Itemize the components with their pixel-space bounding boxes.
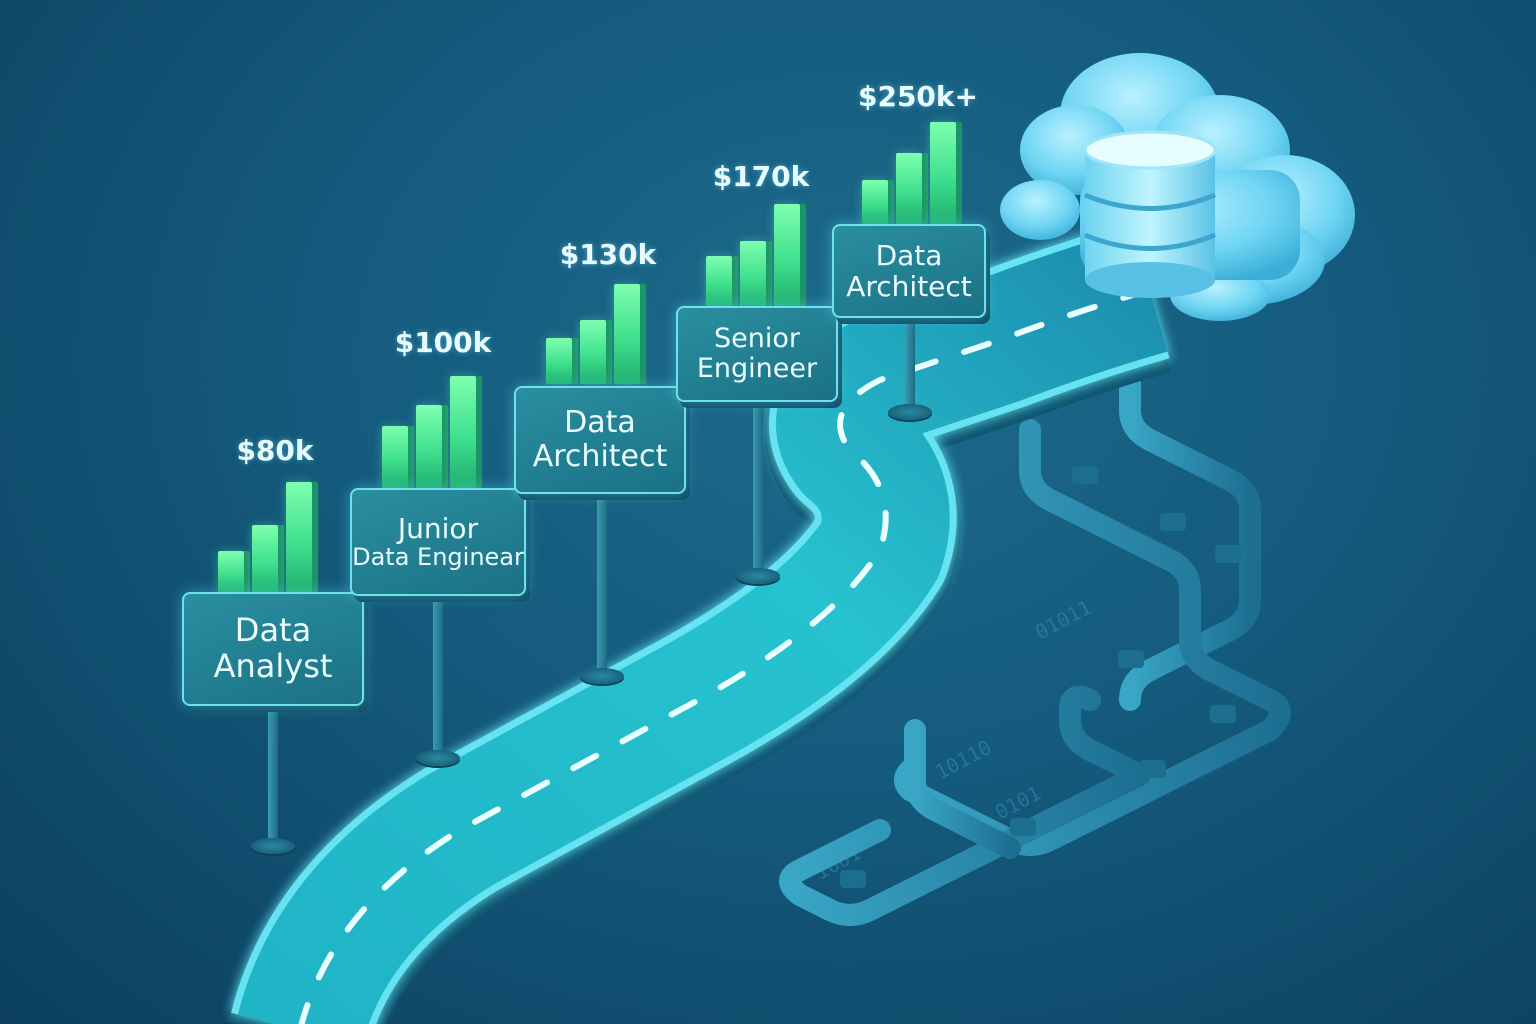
salary-bar xyxy=(546,338,572,384)
sign-base xyxy=(416,750,460,766)
role-title-line-1: Data xyxy=(564,405,636,441)
salary-bar xyxy=(382,426,408,488)
role-sign: Data Analyst xyxy=(182,592,364,706)
salary-bar xyxy=(896,152,922,224)
salary-bar xyxy=(930,122,956,224)
salary-bar xyxy=(614,284,640,384)
salary-bar xyxy=(580,320,606,384)
role-title-line-2: Engineer xyxy=(696,353,818,384)
sign-base xyxy=(888,404,932,420)
salary-bar-chart xyxy=(706,204,800,308)
role-sign: Data Architect xyxy=(514,386,686,494)
salary-bar xyxy=(218,551,244,594)
salary-bar xyxy=(706,256,732,308)
role-sign: Junior Data Enginear xyxy=(350,488,526,596)
salary-label: $100k xyxy=(394,326,492,359)
role-title-line-2: Architect xyxy=(532,439,668,474)
salary-bar xyxy=(450,376,476,488)
salary-bar-chart xyxy=(546,284,640,384)
binary-text: 10110 xyxy=(931,735,995,784)
salary-label: $130k xyxy=(559,238,657,271)
binary-text: 01011 xyxy=(1031,595,1095,644)
role-title-line-2: Data Enginear xyxy=(352,543,524,572)
salary-label: $250k+ xyxy=(857,80,978,113)
sign-pole xyxy=(433,592,443,752)
salary-bar-chart xyxy=(862,122,956,224)
sign-pole xyxy=(268,700,278,840)
role-sign: Data Architect xyxy=(832,224,986,318)
salary-bar xyxy=(740,241,766,308)
data-pipeline xyxy=(779,369,1291,926)
salary-label: $80k xyxy=(236,434,314,467)
salary-bar xyxy=(862,180,888,224)
salary-bar xyxy=(286,482,312,594)
role-title-line-1: Junior xyxy=(397,511,479,545)
salary-bar xyxy=(252,524,278,594)
role-title-line-2: Architect xyxy=(846,270,972,303)
road-lane-markings xyxy=(298,287,1153,1024)
pipe-joints xyxy=(840,466,1241,888)
salary-label: $170k xyxy=(712,160,810,193)
sign-pole xyxy=(905,318,915,408)
sign-base xyxy=(580,668,624,684)
sign-base xyxy=(251,838,295,854)
role-sign: Senior Engineer xyxy=(676,306,838,402)
role-title-line-1: Data xyxy=(234,611,312,650)
database-cylinder-icon xyxy=(1083,130,1217,298)
role-title-line-1: Data xyxy=(875,238,943,272)
sign-pole xyxy=(753,402,763,572)
career-road xyxy=(227,221,1171,1024)
salary-bar xyxy=(416,405,442,488)
sign-pole xyxy=(597,494,607,670)
role-title-line-1: Senior xyxy=(714,322,800,354)
salary-bar xyxy=(774,204,800,308)
sign-base xyxy=(736,568,780,584)
salary-bar-chart xyxy=(218,482,312,594)
role-title-line-2: Analyst xyxy=(213,647,333,685)
salary-bar-chart xyxy=(382,376,476,488)
